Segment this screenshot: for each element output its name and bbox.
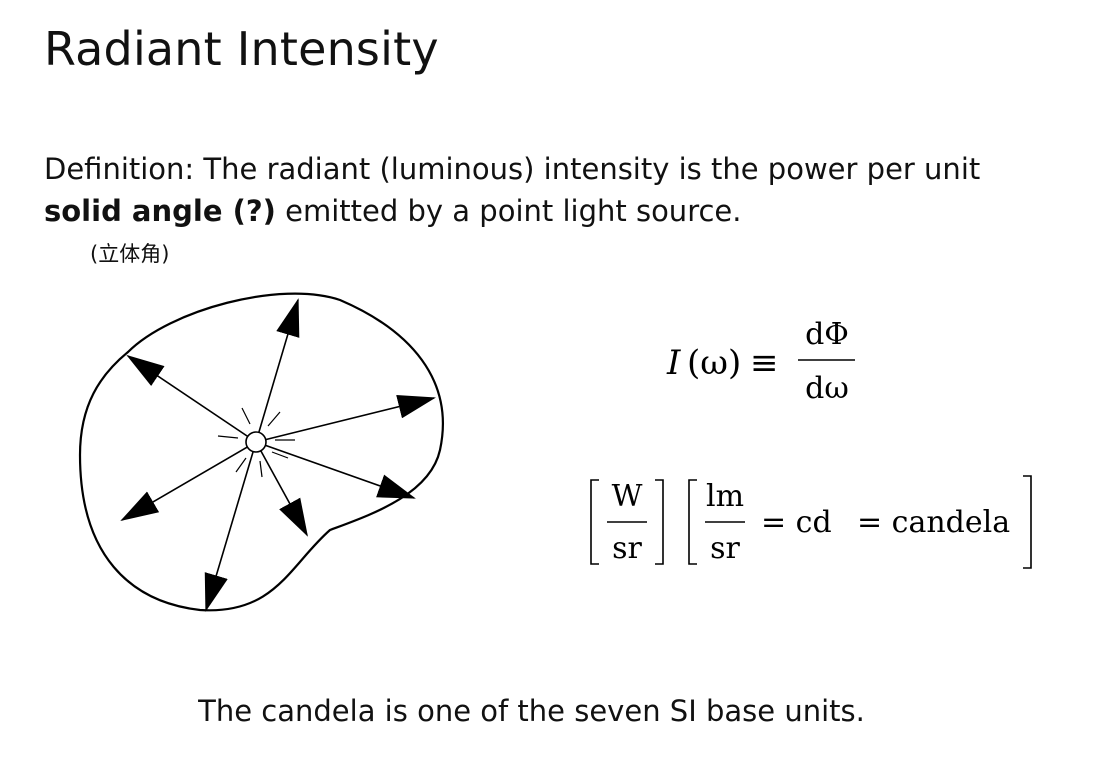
definition-line2-rest: emitted by a point light source.: [275, 194, 742, 228]
light-rays: [217, 407, 295, 478]
eq1-lhs-function: I: [666, 343, 681, 383]
eq1-denominator: dω: [805, 371, 849, 406]
eq1-numerator: dΦ: [805, 317, 849, 352]
arrow-lower-right: [255, 441, 416, 499]
frac2-numerator: lm: [706, 479, 744, 514]
eq1-lhs-argument: (ω): [687, 343, 741, 383]
frac1-denominator: sr: [612, 531, 642, 566]
arrow-down-right: [255, 441, 308, 537]
bracket1-left: [590, 479, 599, 565]
chinese-annotation: (立体角): [90, 242, 170, 266]
arrow-upper-left: [126, 354, 257, 443]
eq2-cd: = cd: [761, 505, 832, 540]
units-equation: W sr lm sr = cd = candela: [590, 475, 1032, 569]
arrow-lower-left: [120, 441, 257, 522]
emission-boundary: [78, 292, 444, 612]
eq2-candela: = candela: [857, 505, 1010, 540]
point-light-diagram: [78, 292, 444, 612]
eq1-equiv: ≡: [750, 343, 779, 383]
bracket2-left: [688, 479, 697, 565]
frac2-denominator: sr: [710, 531, 740, 566]
emission-arrows: [120, 298, 436, 612]
point-light-source: [245, 431, 267, 453]
intensity-equation: I (ω) ≡ dΦ dω: [666, 317, 855, 406]
slide-title: Radiant Intensity: [44, 22, 439, 76]
definition-solid-angle: solid angle (?): [44, 194, 276, 228]
frac1-numerator: W: [612, 479, 643, 514]
bracket2-right: [1023, 475, 1032, 569]
arrow-up: [255, 298, 300, 443]
arrow-down: [204, 441, 257, 612]
definition-line1: Definition: The radiant (luminous) inten…: [44, 152, 981, 186]
definition-text: Definition: The radiant (luminous) inten…: [44, 148, 980, 232]
arrow-right: [255, 394, 436, 443]
slide-caption: The candela is one of the seven SI base …: [198, 694, 865, 728]
bracket1-right: [655, 479, 664, 565]
